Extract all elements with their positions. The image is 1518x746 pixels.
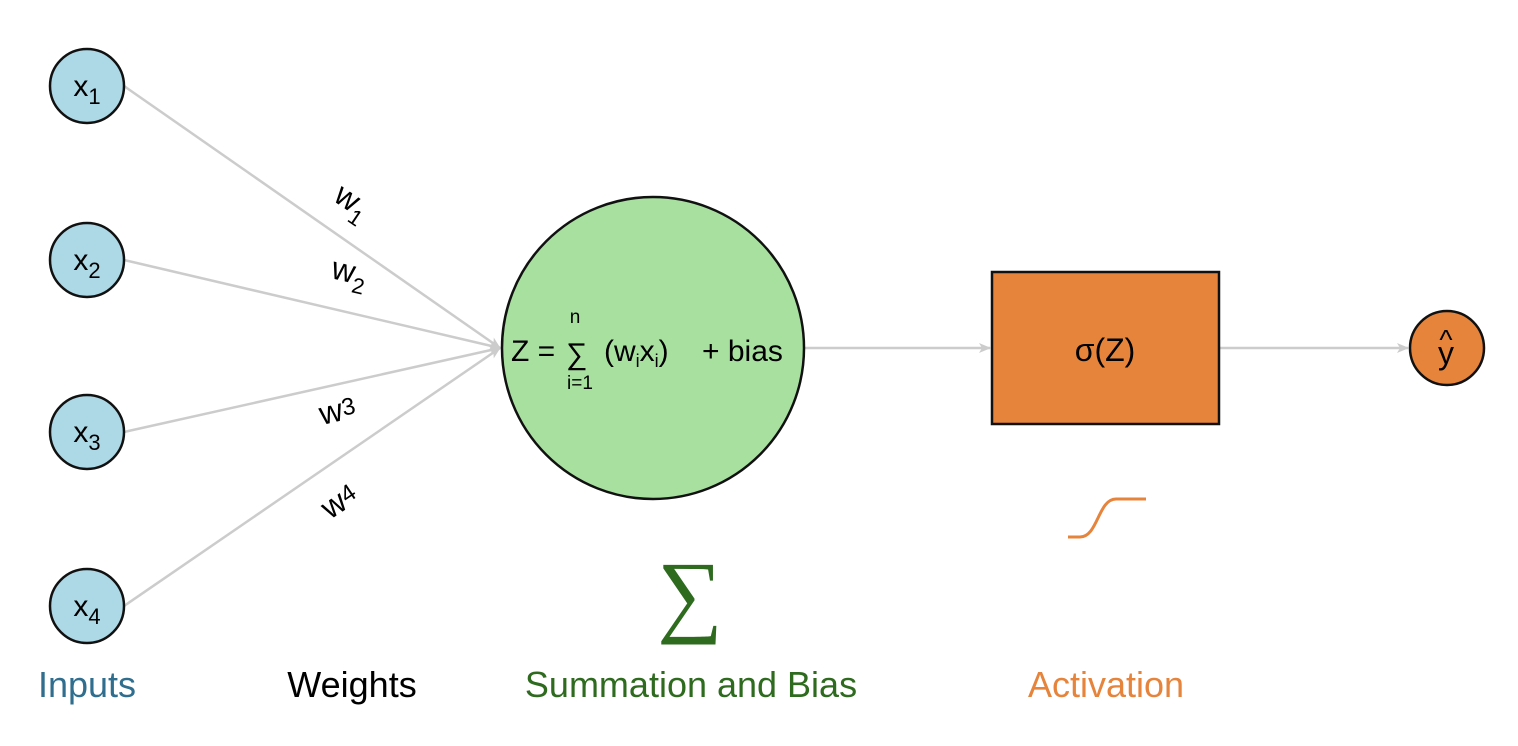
- edge-x4: [123, 346, 501, 608]
- label-activation: Activation: [1028, 664, 1184, 705]
- summation-term: (wixi): [604, 335, 669, 371]
- weight-label-3: w3: [315, 389, 360, 433]
- summation-plus-bias: + bias: [702, 335, 783, 368]
- label-inputs: Inputs: [38, 664, 136, 705]
- input-node-4: x4: [48, 567, 126, 645]
- output-node: ^ y: [1408, 309, 1486, 387]
- summation-upper-limit: n: [570, 307, 581, 328]
- label-summation: Summation and Bias: [525, 664, 857, 705]
- sigma-icon: ∑: [657, 543, 723, 645]
- svg-text:x1: x1: [73, 70, 100, 109]
- output-hat: ^: [1439, 324, 1452, 355]
- edge-x1: [123, 84, 501, 350]
- label-weights: Weights: [287, 664, 416, 705]
- weight-label-2: w2: [326, 250, 371, 300]
- svg-text:x4: x4: [73, 590, 100, 629]
- svg-text:x3: x3: [73, 416, 100, 455]
- weight-label-4: w4: [313, 476, 364, 527]
- summation-lhs: Z =: [511, 335, 555, 368]
- summation-sigma-small: ∑: [566, 338, 587, 371]
- input-node-2: x2: [48, 221, 126, 299]
- edge-x3: [123, 345, 501, 434]
- input-edges: [123, 84, 501, 608]
- input-node-1: x1: [48, 47, 126, 125]
- sigmoid-curve-icon: [1068, 497, 1146, 539]
- svg-text:x2: x2: [73, 244, 100, 283]
- weight-label-1: w1: [323, 175, 377, 231]
- summation-lower-limit: i=1: [567, 373, 593, 394]
- activation-box: σ(Z): [990, 270, 1221, 426]
- activation-formula: σ(Z): [1075, 332, 1136, 368]
- output-symbol: y: [1438, 335, 1454, 371]
- edge-x2: [123, 258, 501, 351]
- summation-node: Z = ∑ n i=1 (wixi) + bias: [500, 195, 806, 501]
- input-node-3: x3: [48, 393, 126, 471]
